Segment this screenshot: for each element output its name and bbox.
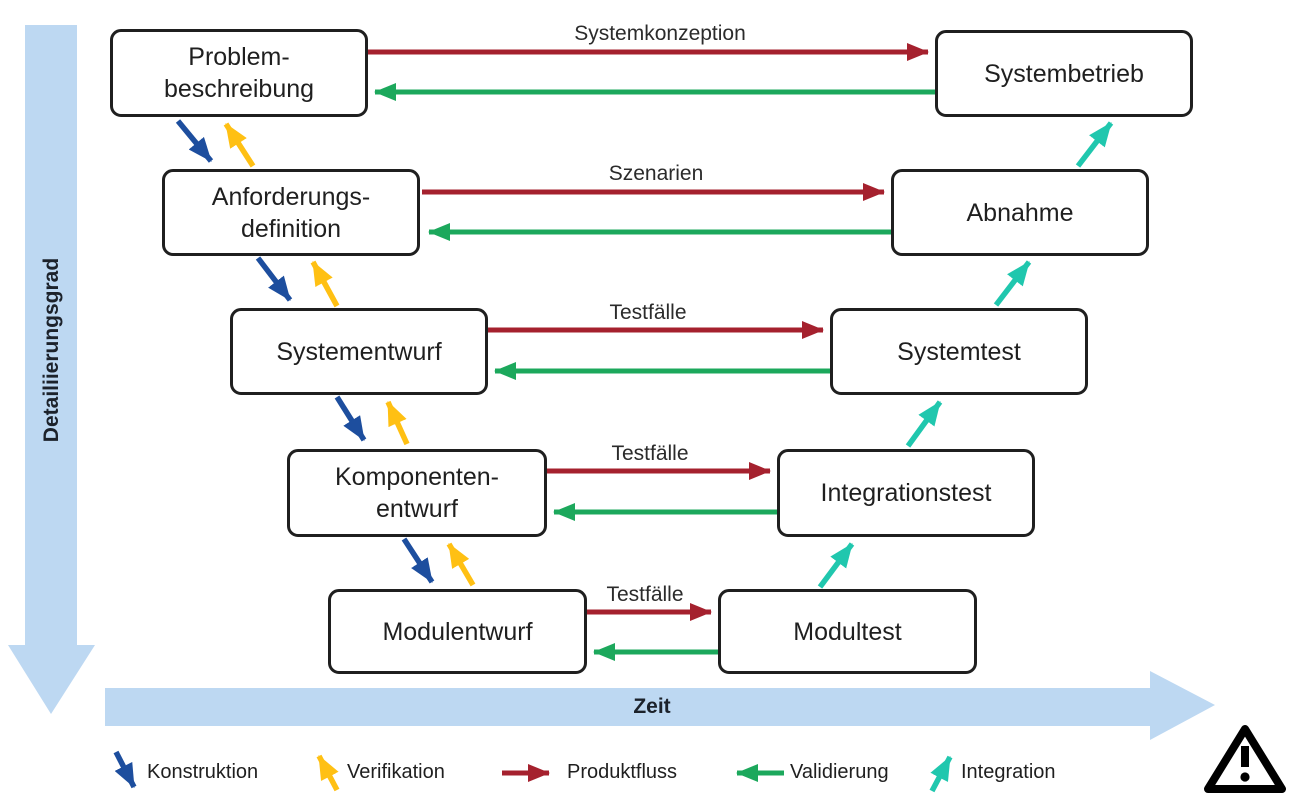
verifikation-arrow-1 bbox=[223, 122, 256, 168]
konstruktion-legend-icon bbox=[113, 750, 137, 789]
time-axis-label: Zeit bbox=[633, 695, 671, 718]
legend-label-produktfluss: Produktfluss bbox=[567, 761, 678, 783]
verifikation-arrow-2 bbox=[310, 260, 340, 308]
phase-box-abnahme: Abnahme bbox=[891, 169, 1149, 256]
integration-arrow-4 bbox=[1075, 121, 1114, 168]
flow-label-testfaelle-3: Testfälle bbox=[606, 583, 684, 606]
phase-box-integrationstest: Integrationstest bbox=[777, 449, 1035, 537]
phase-box-anforderungsdefinition: Anforderungs- definition bbox=[162, 169, 420, 256]
time-axis-arrow bbox=[105, 671, 1215, 740]
verifikation-legend-icon bbox=[316, 754, 340, 792]
legend-label-validierung: Validierung bbox=[790, 761, 889, 783]
integration-arrow-3 bbox=[993, 260, 1032, 307]
phase-box-systementwurf: Systementwurf bbox=[230, 308, 488, 395]
phase-box-systemtest: Systemtest bbox=[830, 308, 1088, 395]
integration-arrow-2 bbox=[905, 400, 943, 448]
phase-box-systembetrieb: Systembetrieb bbox=[935, 30, 1193, 117]
verifikation-arrow-4 bbox=[446, 542, 476, 587]
flow-label-testfaelle-2: Testfälle bbox=[611, 442, 689, 465]
phase-box-problembeschreibung: Problem- beschreibung bbox=[110, 29, 368, 117]
integration-arrow-1 bbox=[817, 542, 855, 589]
phase-box-komponentenentwurf: Komponenten- entwurf bbox=[287, 449, 547, 537]
phase-box-modulentwurf: Modulentwurf bbox=[328, 589, 587, 674]
konstruktion-arrow-1 bbox=[175, 119, 214, 163]
flow-label-szenarien: Szenarien bbox=[608, 162, 704, 185]
verifikation-arrow-3 bbox=[385, 400, 410, 446]
legend-label-verifikation: Verifikation bbox=[347, 761, 445, 783]
konstruktion-arrow-2 bbox=[255, 256, 293, 302]
integration-legend-icon bbox=[929, 755, 953, 793]
phase-box-modultest: Modultest bbox=[718, 589, 977, 674]
flow-label-systemkonzeption: Systemkonzeption bbox=[574, 22, 746, 45]
legend-label-konstruktion: Konstruktion bbox=[147, 761, 259, 783]
flow-label-testfaelle-1: Testfälle bbox=[609, 301, 687, 324]
warning-triangle-icon bbox=[1204, 725, 1286, 793]
konstruktion-arrow-3 bbox=[334, 395, 367, 442]
konstruktion-arrow-4 bbox=[401, 537, 435, 584]
legend-label-integration: Integration bbox=[961, 761, 1056, 783]
detail-axis-arrow bbox=[8, 25, 95, 714]
detail-axis-label: Detailiierungsgrad bbox=[40, 257, 63, 443]
